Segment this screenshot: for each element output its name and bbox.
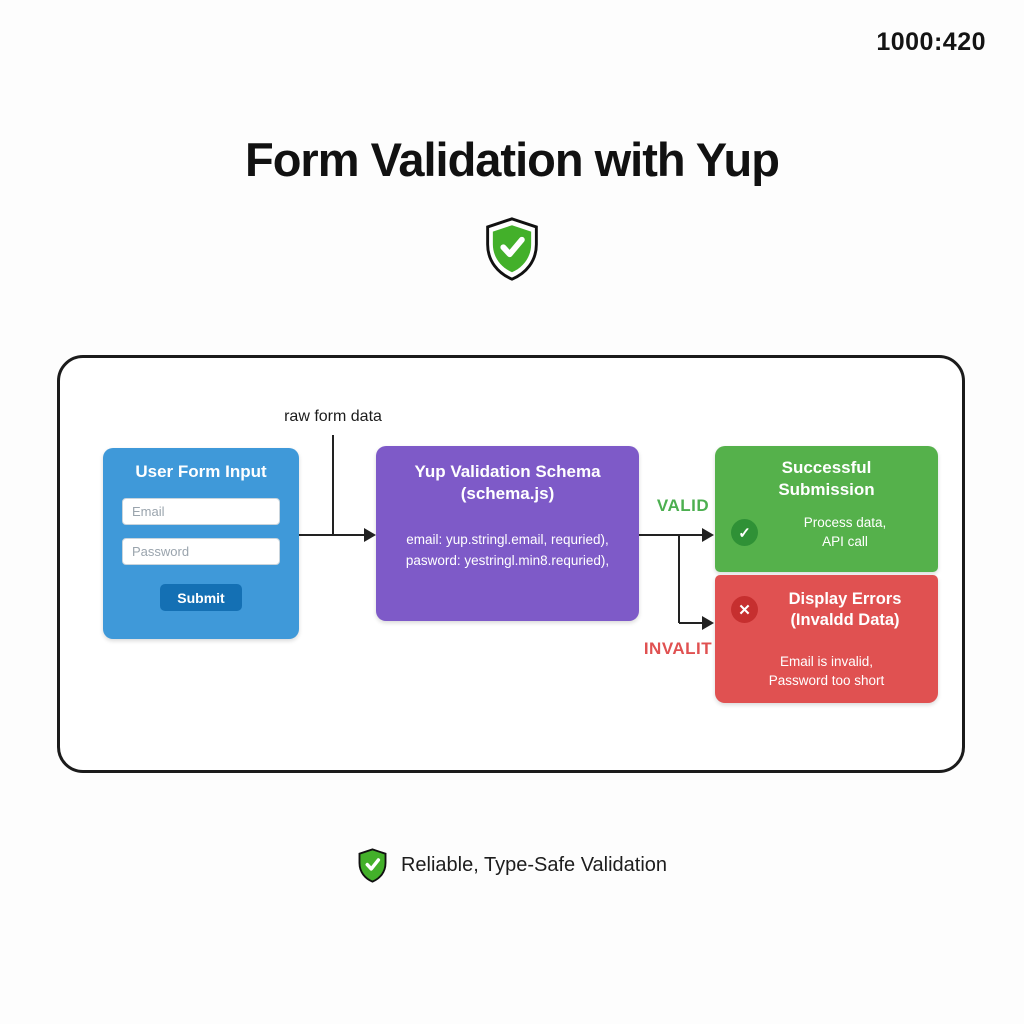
error-box-title: Display Errors (Invaldd Data) <box>788 590 902 629</box>
shield-check-icon-small <box>357 848 388 883</box>
aspect-ratio-label: 1000:420 <box>876 28 986 56</box>
schema-to-success-arrowhead <box>702 528 714 542</box>
schema-box-title: Yup Validation Schema (schema.js) <box>414 462 601 504</box>
invalid-to-error-arrowhead <box>702 616 714 630</box>
raw-data-connector-line <box>332 435 334 535</box>
form-to-schema-arrow-line <box>299 534 365 536</box>
password-field[interactable] <box>122 538 280 565</box>
raw-form-data-label: raw form data <box>284 408 382 425</box>
footer-tagline: Reliable, Type-Safe Validation <box>400 854 668 876</box>
footer-tagline-row: Reliable, Type-Safe Validation <box>0 848 1024 883</box>
form-box-title: User Form Input <box>135 462 267 481</box>
form-to-schema-arrowhead <box>364 528 376 542</box>
error-box-body: Email is invalid, Password too short <box>768 654 885 688</box>
invalid-to-error-arrow-line <box>679 622 703 624</box>
success-box-title: Successful Submission <box>778 458 875 500</box>
email-field[interactable] <box>122 498 280 525</box>
flow-diagram-panel: User Form Input Submit raw form data Yup… <box>57 355 965 773</box>
shield-check-icon <box>483 216 541 282</box>
invalid-branch-line <box>678 536 680 623</box>
schema-code-text: email: yup.stringl.email, requried), pas… <box>405 532 610 568</box>
yup-schema-box: Yup Validation Schema (schema.js) email:… <box>376 446 639 621</box>
user-form-input-box: User Form Input Submit <box>103 448 299 639</box>
schema-to-success-arrow-line <box>639 534 703 536</box>
check-icon: ✓ <box>731 519 758 547</box>
success-box-body: Process data, API call <box>803 515 887 549</box>
invalid-label: INVALIT <box>643 639 713 658</box>
valid-label: VALID <box>656 496 710 515</box>
page-title: Form Validation with Yup <box>245 133 780 186</box>
display-errors-box: ✕ Display Errors (Invaldd Data) Email is… <box>715 575 938 703</box>
success-submission-box: Successful Submission ✓ Process data, AP… <box>715 446 938 572</box>
submit-button[interactable]: Submit <box>160 584 242 611</box>
x-icon: ✕ <box>731 596 758 624</box>
